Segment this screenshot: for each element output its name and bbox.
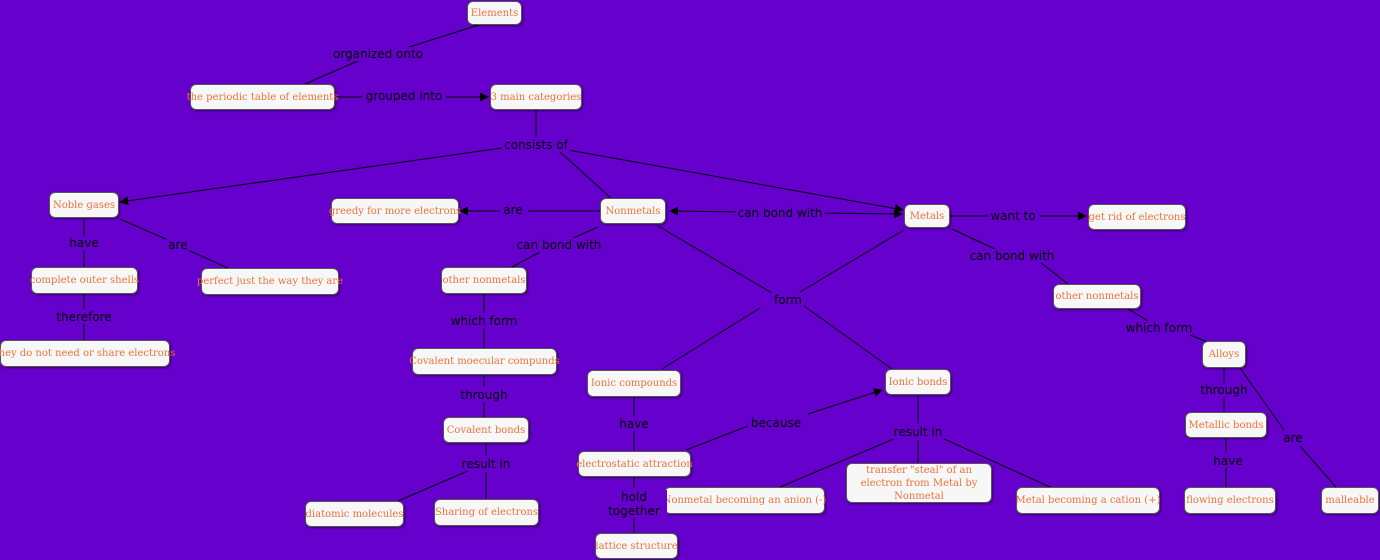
concept-malleable[interactable]: malleable xyxy=(1321,487,1379,514)
link-through-right[interactable]: through xyxy=(1198,383,1250,397)
line-electrostatic-because xyxy=(685,425,749,451)
line-consists-metals xyxy=(567,149,904,214)
concept-other-nonmetals-right[interactable]: other nonmetals xyxy=(1053,284,1141,309)
line-are-perfect xyxy=(187,249,229,269)
link-have-ionic[interactable]: have xyxy=(617,417,651,431)
line-resultin-anion xyxy=(779,437,897,488)
concept-covalent-compounds[interactable]: Covalent moecular compunds xyxy=(409,348,560,375)
link-are-noble[interactable]: are xyxy=(166,238,190,252)
concept-greedy-for-more-electrons[interactable]: greedy for more electrons xyxy=(329,198,461,224)
line-consists-nonmetals xyxy=(559,151,613,200)
link-result-in-covalent[interactable]: result in xyxy=(459,457,513,471)
concept-complete-outer-shells[interactable]: complete outer shells xyxy=(30,267,139,294)
line-nonmetals-form xyxy=(657,225,773,294)
concept-covalent-bonds[interactable]: Covalent bonds xyxy=(443,417,529,443)
concept-sharing-of-electrons[interactable]: Sharing of electrons xyxy=(434,499,539,526)
concept-periodic-table[interactable]: the periodic table of elements xyxy=(187,84,338,110)
concept-metallic-bonds[interactable]: Metallic bonds xyxy=(1185,412,1267,438)
link-form[interactable]: form xyxy=(772,293,804,307)
concept-metal-cation[interactable]: Metal becoming a cation (+) xyxy=(1016,487,1160,514)
line-are-malleable xyxy=(1299,445,1337,488)
link-are-alloys[interactable]: are xyxy=(1281,431,1305,445)
line-resultin-diatomic xyxy=(397,469,471,502)
line-othernm-whichform-right xyxy=(1127,308,1149,322)
link-grouped-into[interactable]: grouped into xyxy=(363,89,445,103)
concept-3-main-categories[interactable]: 3 main categories xyxy=(490,84,582,110)
link-want-to[interactable]: want to xyxy=(988,209,1038,223)
concept-ionic-compounds[interactable]: Ionic compounds xyxy=(587,370,681,397)
link-hold-together[interactable]: hold together xyxy=(601,490,667,518)
concept-electrostatic-attraction[interactable]: electrostatic attraction xyxy=(576,451,693,477)
concept-noble-gases[interactable]: Noble gases xyxy=(49,192,119,218)
concept-alloys[interactable]: Alloys xyxy=(1202,341,1246,368)
link-have-metallic[interactable]: have xyxy=(1211,454,1245,468)
line-organized-table xyxy=(304,59,361,85)
line-alloys-are xyxy=(1239,367,1285,431)
concept-ionic-bonds[interactable]: Ionic bonds xyxy=(885,369,951,395)
line-resultin-cation xyxy=(941,437,1051,488)
concept-lattice-structure[interactable]: lattice structure xyxy=(595,533,678,559)
concept-nonmetal-anion[interactable]: Nonmetal becoming an anion (-) xyxy=(663,487,826,514)
concept-diatomic-molecules[interactable]: diatomic molecules xyxy=(305,501,404,527)
line-because-ionicbonds xyxy=(807,388,883,415)
line-metals-form xyxy=(799,229,905,293)
concept-metals[interactable]: Metals xyxy=(904,204,950,228)
line-consists-noble xyxy=(119,147,503,206)
concept-transfer-steal[interactable]: transfer "steal" of an electron from Met… xyxy=(846,463,992,503)
link-because[interactable]: because xyxy=(748,416,804,430)
link-have-noble[interactable]: have xyxy=(67,236,101,250)
link-result-in-ionic[interactable]: result in xyxy=(891,425,945,439)
line-elements-organized xyxy=(399,19,495,51)
line-form-ioniccompounds xyxy=(661,307,761,370)
link-therefore[interactable]: therefore xyxy=(54,310,114,324)
link-through-left[interactable]: through xyxy=(458,388,510,402)
line-canbond-othernm xyxy=(509,251,541,269)
concept-perfect-just-the-way[interactable]: perfect just the way they are xyxy=(197,268,343,295)
concept-elements[interactable]: Elements xyxy=(467,1,522,25)
link-which-form-left[interactable]: which form xyxy=(448,314,520,328)
concept-get-rid-of-electrons[interactable]: get rid of electrons xyxy=(1088,204,1186,230)
line-noble-are xyxy=(119,218,169,241)
line-canbond-right-othernm xyxy=(1039,261,1069,285)
link-organized-onto[interactable]: organized onto xyxy=(330,47,426,61)
concept-other-nonmetals-left[interactable]: other nonmetals xyxy=(441,267,527,294)
link-can-bond-with-nonmetals[interactable]: can bond with xyxy=(514,238,604,252)
line-form-ionicbonds xyxy=(803,305,893,370)
concept-flowing-electrons[interactable]: flowing electrons xyxy=(1184,487,1276,514)
link-can-bond-with-right[interactable]: can bond with xyxy=(967,249,1057,263)
link-which-form-right[interactable]: which form xyxy=(1123,321,1195,335)
concept-they-do-not-need[interactable]: they do not need or share electrons xyxy=(0,340,175,367)
line-metals-canbond-right xyxy=(951,228,996,250)
link-consists-of[interactable]: consists of xyxy=(502,138,570,152)
concept-nonmetals[interactable]: Nonmetals xyxy=(600,198,666,224)
link-can-bond-with-metals[interactable]: can bond with xyxy=(735,206,825,220)
link-are-nonmetals[interactable]: are xyxy=(501,203,525,217)
